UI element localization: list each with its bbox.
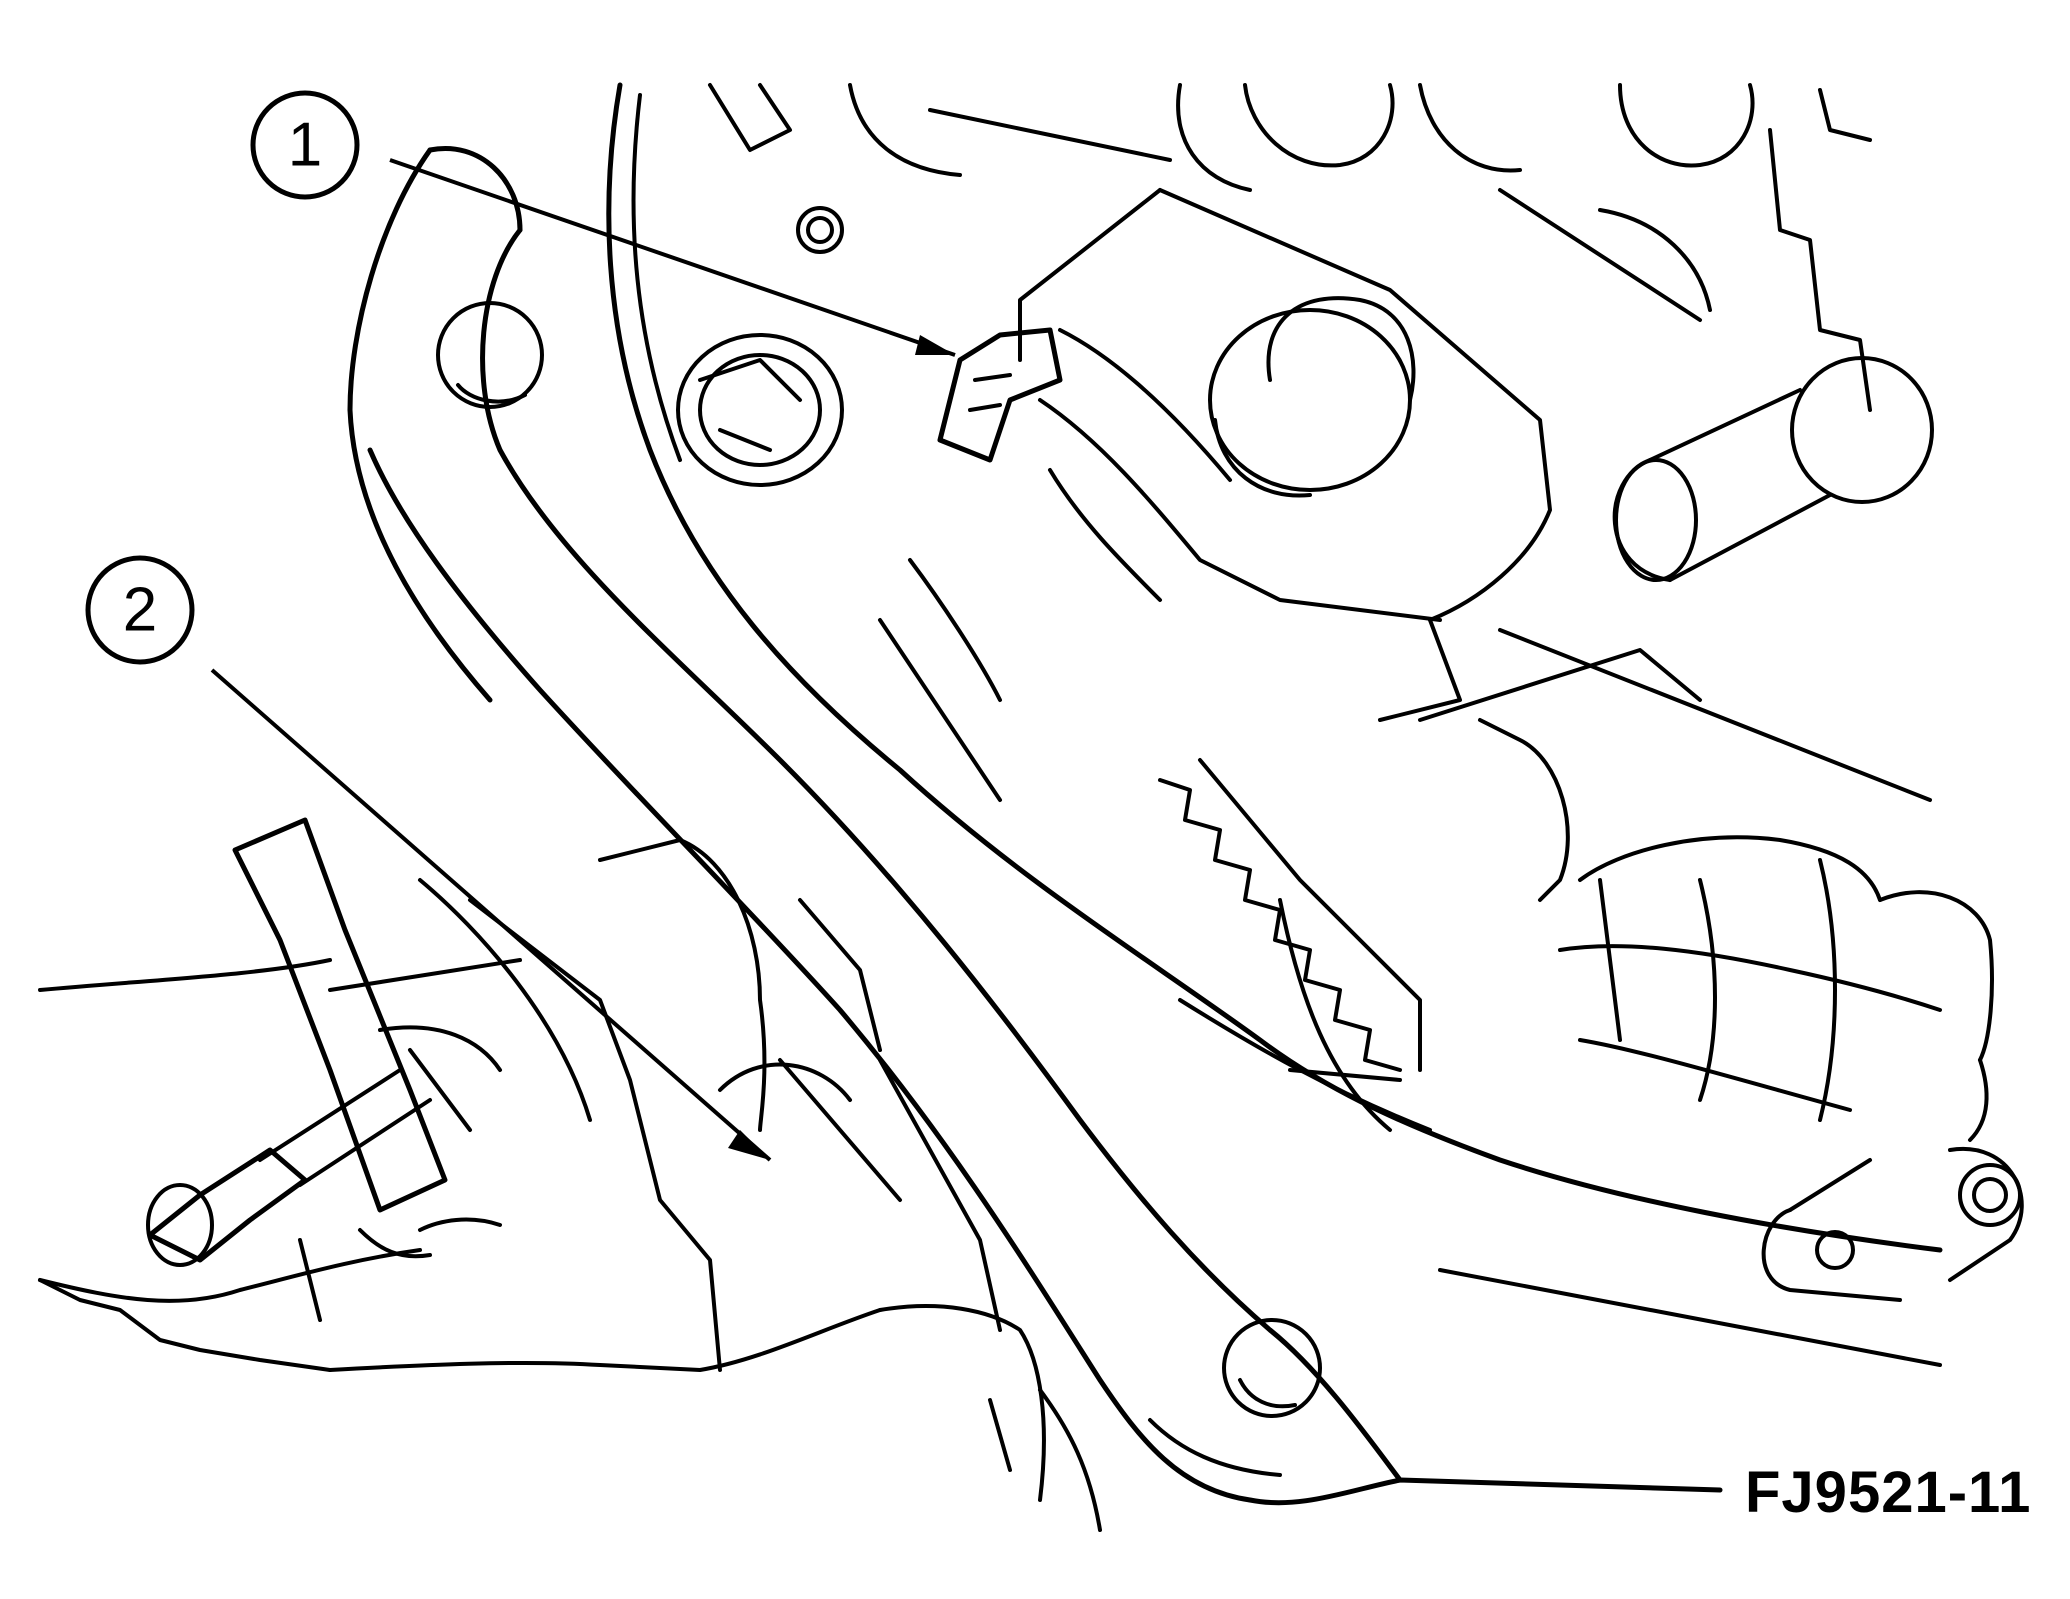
mounting-arm xyxy=(347,146,1723,1506)
transmission-housing xyxy=(606,82,1943,1367)
callout-2: 2 xyxy=(85,555,195,665)
callout-1-label: 1 xyxy=(288,111,322,180)
shift-lever-shaft xyxy=(38,817,1002,1372)
output-housing xyxy=(1418,628,2024,1302)
callout-2-label: 2 xyxy=(123,576,157,645)
case-bore xyxy=(676,333,1002,802)
figure-id: FJ9521-11 xyxy=(1745,1460,2031,1525)
callout-1-leader xyxy=(389,158,956,357)
shift-rail-pin xyxy=(1612,356,1934,582)
callout-2-leader xyxy=(210,668,772,1162)
shift-fork-boss xyxy=(1018,188,1552,622)
upper-gear-assembly xyxy=(708,83,1872,412)
callout-1-arrowhead xyxy=(915,335,955,355)
callout-2-arrowhead xyxy=(728,1130,770,1160)
synchronizer-gear xyxy=(1158,758,1422,1132)
callout-1: 1 xyxy=(250,90,360,200)
technician-hand xyxy=(38,1217,1102,1532)
shift-fork xyxy=(937,327,1462,722)
